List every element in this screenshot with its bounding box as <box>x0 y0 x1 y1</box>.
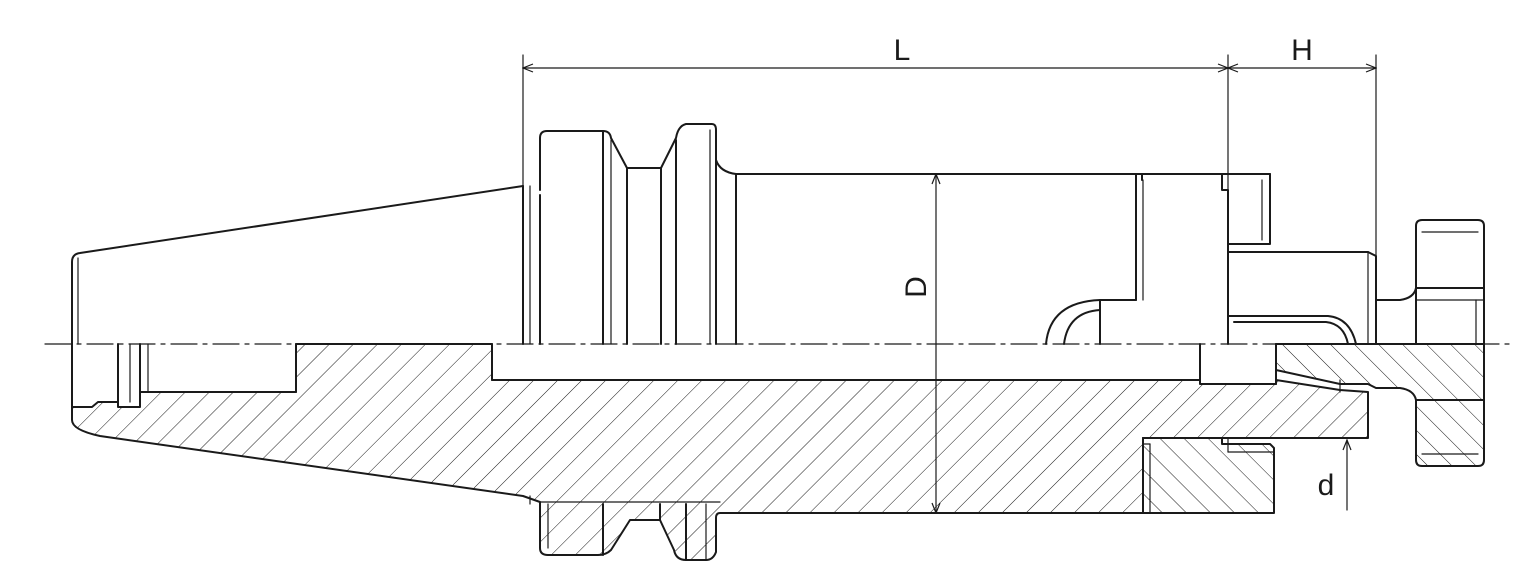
dimension-label-H: H <box>1291 34 1313 67</box>
dimension-label-D: D <box>900 276 933 298</box>
screw-head-upper <box>1375 219 1485 345</box>
dimension-label-L: L <box>894 34 911 67</box>
screw-section <box>1275 343 1485 467</box>
dimension-label-d: d <box>1318 469 1335 502</box>
dimension-L <box>523 54 1228 245</box>
dimension-H <box>1228 54 1376 257</box>
flange-lower <box>529 495 721 561</box>
body-upper <box>735 173 1377 345</box>
drive-key-section <box>1142 437 1275 514</box>
flange-upper <box>522 123 737 345</box>
taper-shank-upper <box>71 185 524 345</box>
